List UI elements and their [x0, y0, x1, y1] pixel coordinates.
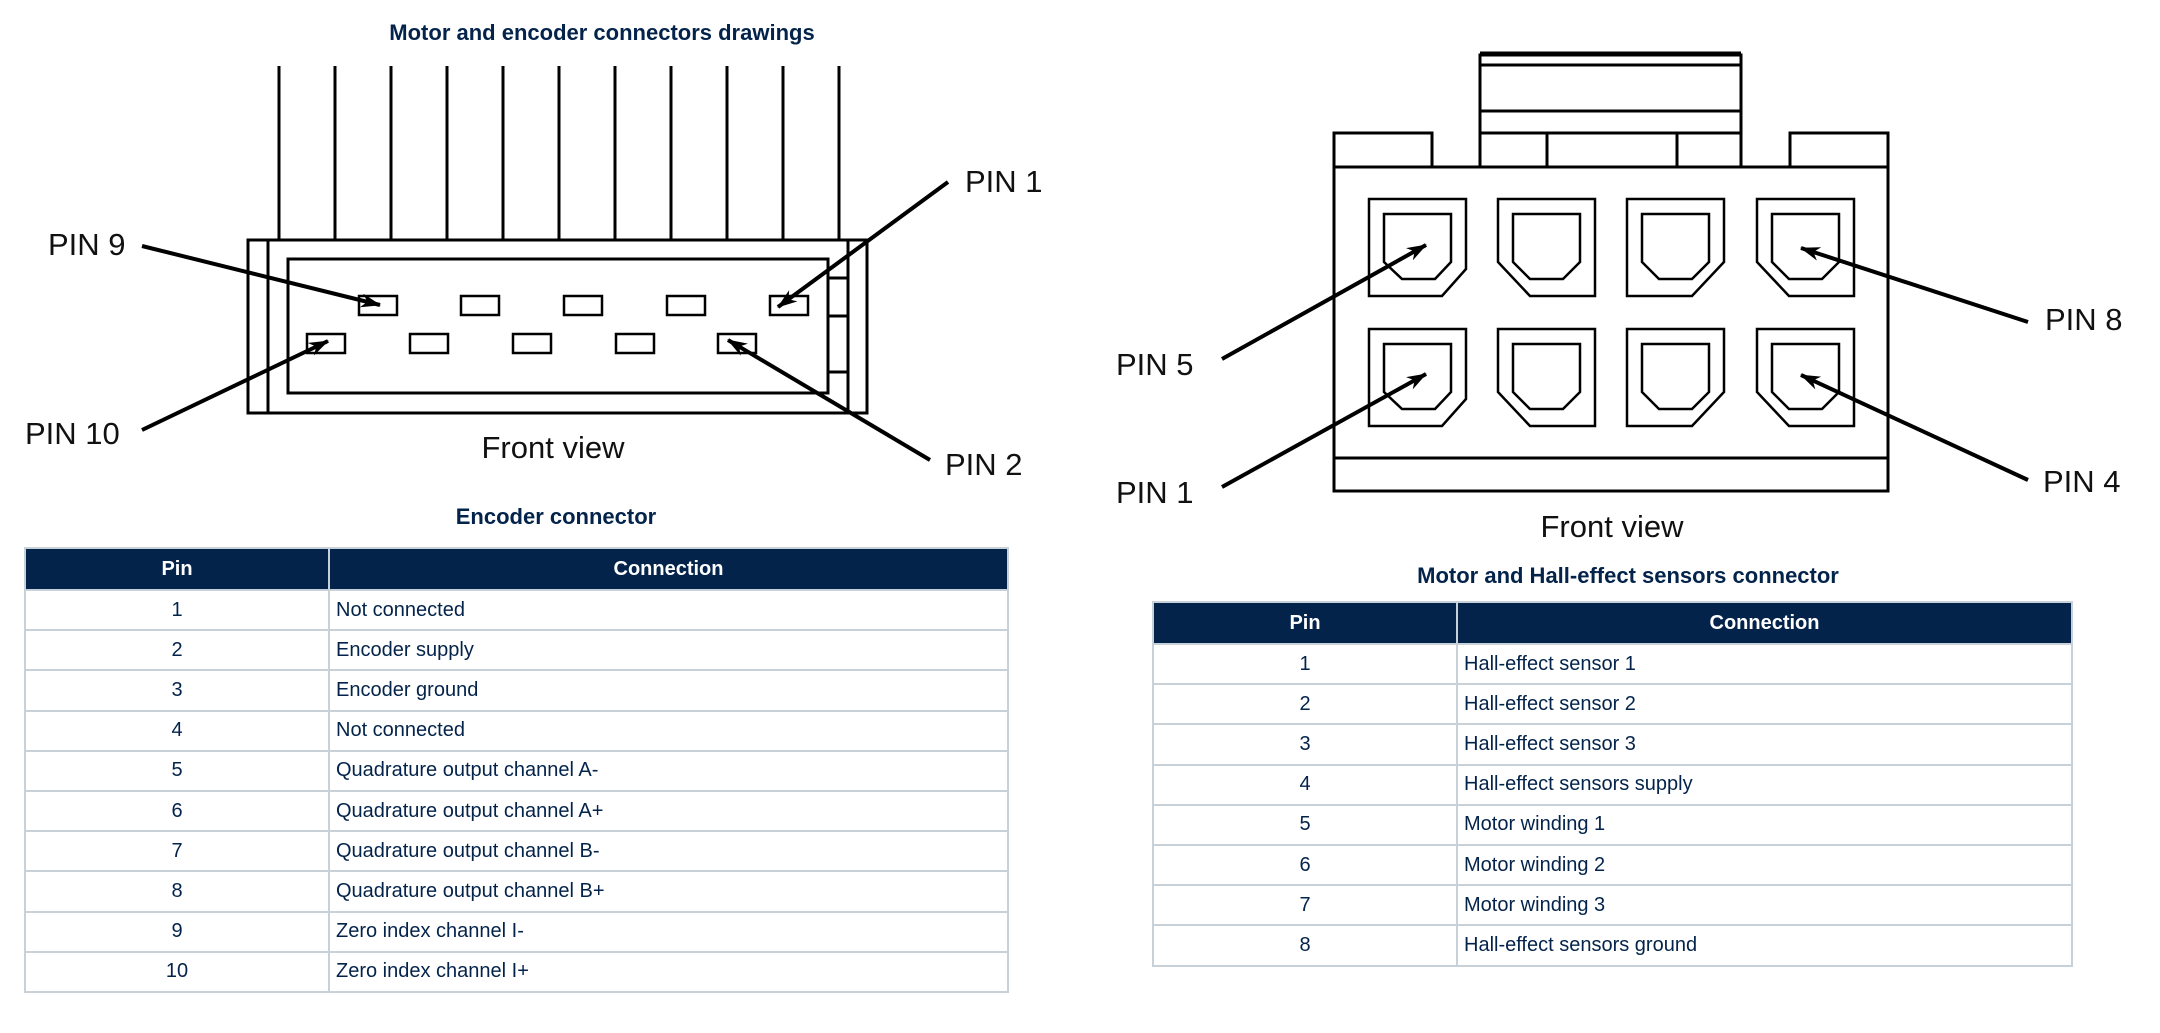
connector-drawings: PIN 9 PIN 10 PIN 1 PIN 2 Front view: [25, 51, 2123, 544]
label-pin1-motor: PIN 1: [1116, 475, 1194, 510]
column-header-connection: Connection: [328, 547, 1009, 591]
pin-number: 1: [24, 588, 330, 632]
encoder-pin-arrows: [141, 180, 950, 462]
pin-connection: Zero index channel I-: [328, 910, 1009, 953]
arrow-pin1-motor: [1221, 372, 1427, 489]
pin-connection: Motor winding 1: [1456, 803, 2073, 846]
column-header-pin: Pin: [1152, 601, 1458, 645]
pin-number: 2: [1152, 683, 1458, 726]
label-pin5: PIN 5: [1116, 347, 1194, 382]
pin-connection: Not connected: [328, 709, 1009, 752]
encoder-inner-frame: [286, 257, 830, 395]
encoder-pin-slots: [305, 294, 810, 355]
pin-number: 8: [24, 870, 330, 913]
pin-connection: Motor winding 2: [1456, 843, 2073, 887]
motor-latch: [1478, 51, 1743, 169]
pin-connection: Motor winding 3: [1456, 884, 2073, 927]
motor-pin-arrows: [1221, 243, 2029, 489]
encoder-front-view-caption: Front view: [482, 430, 626, 465]
pin-number: 7: [1152, 884, 1458, 927]
pin-number: 8: [1152, 924, 1458, 967]
table-header-row: Pin Connection: [24, 547, 1009, 591]
motor-connector-drawing: [1221, 51, 2029, 493]
motor-front-view-caption: Front view: [1541, 509, 1685, 544]
label-pin8: PIN 8: [2045, 302, 2123, 337]
pin-connection: Hall-effect sensors ground: [1456, 924, 2073, 967]
pin-number: 4: [1152, 763, 1458, 806]
pin-number: 10: [24, 950, 330, 993]
pin-connection: Quadrature output channel B-: [328, 830, 1009, 873]
pin-connection: Hall-effect sensor 1: [1456, 642, 2073, 686]
arrow-pin9: [141, 244, 381, 308]
column-header-pin: Pin: [24, 547, 330, 591]
pin-connection: Quadrature output channel A+: [328, 789, 1009, 833]
pin-number: 6: [24, 789, 330, 833]
motor-pin-cavities: [1367, 197, 1856, 428]
pin-connection: Hall-effect sensors supply: [1456, 763, 2073, 806]
pin-number: 2: [24, 629, 330, 672]
encoder-connector-drawing: [141, 66, 950, 462]
pin-number: 4: [24, 709, 330, 752]
pin-number: 5: [24, 749, 330, 792]
label-pin2: PIN 2: [945, 447, 1023, 482]
arrow-pin2: [726, 338, 932, 462]
label-pin9: PIN 9: [48, 227, 126, 262]
column-header-connection: Connection: [1456, 601, 2073, 645]
motor-left-tab: [1332, 131, 1434, 169]
pin-connection: Hall-effect sensor 3: [1456, 723, 2073, 766]
pin-connection: Not connected: [328, 588, 1009, 632]
encoder-wires: [277, 66, 841, 240]
table-header-row: Pin Connection: [1152, 601, 2073, 645]
motor-housing: [1332, 165, 1890, 493]
pin-connection: Quadrature output channel B+: [328, 870, 1009, 913]
pin-connection: Encoder supply: [328, 629, 1009, 672]
page-title: Motor and encoder connectors drawings: [389, 20, 815, 45]
motor-table-title: Motor and Hall-effect sensors connector: [1417, 563, 1839, 588]
pin-number: 7: [24, 830, 330, 873]
label-pin10: PIN 10: [25, 416, 120, 451]
pin-connection: Encoder ground: [328, 669, 1009, 712]
pin-number: 3: [1152, 723, 1458, 766]
pin-connection: Zero index channel I+: [328, 950, 1009, 993]
pin-number: 6: [1152, 843, 1458, 887]
pin-connection: Quadrature output channel A-: [328, 749, 1009, 792]
arrow-pin8: [1800, 246, 2029, 324]
encoder-table-title: Encoder connector: [455, 504, 657, 529]
pin-number: 9: [24, 910, 330, 953]
arrow-pin5: [1221, 243, 1427, 361]
pin-number: 3: [24, 669, 330, 712]
label-pin1: PIN 1: [965, 164, 1043, 199]
pin-number: 1: [1152, 642, 1458, 686]
label-pin4: PIN 4: [2043, 464, 2121, 499]
motor-right-tab: [1788, 131, 1890, 169]
encoder-housing: [246, 238, 869, 415]
arrow-pin1: [776, 180, 950, 309]
arrow-pin10: [141, 339, 329, 432]
arrow-pin4: [1800, 373, 2029, 482]
pin-number: 5: [1152, 803, 1458, 846]
pin-connection: Hall-effect sensor 2: [1456, 683, 2073, 726]
